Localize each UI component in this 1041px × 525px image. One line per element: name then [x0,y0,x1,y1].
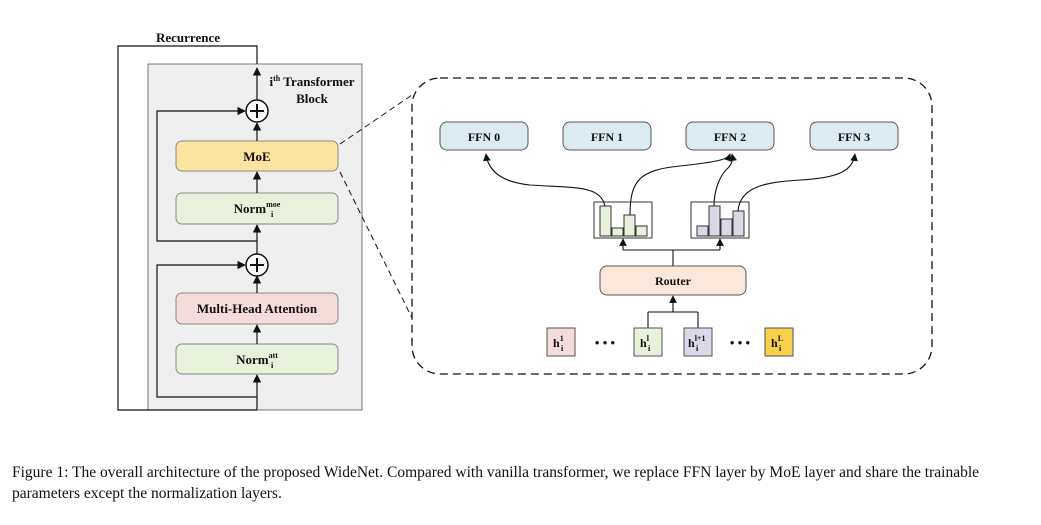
svg-text:hl+1: hl+1 [688,334,705,350]
ffn-box-1 [562,121,652,151]
zoom-guide-bottom [339,171,413,319]
moe-detail-panel [411,77,933,375]
block-label: ith Transformer [270,74,355,89]
gate-histogram-1 [593,201,653,239]
token-box-1: hl i [633,327,663,357]
residual-path-1 [156,260,257,398]
recurrence-loop [117,45,258,411]
architecture-diagram: Recurrence ith Transformer Block Normatt… [117,30,933,411]
add-icon-1 [245,253,269,277]
norm-moe-label: Normmoe [234,200,281,216]
block-label-line2: Block [296,91,329,106]
svg-text:h1: h1 [553,334,564,350]
svg-text:i: i [648,344,651,353]
add-icon-2 [245,99,269,123]
route-hist1-to-ffn0 [483,153,606,207]
gate-histogram-2 [690,201,750,239]
svg-text:i: i [696,344,699,353]
router-label: Router [655,274,692,288]
token-box-3: hL i [764,327,794,357]
ffn-label-3: FFN 3 [838,130,870,144]
ellipsis-right: • • • [730,335,751,350]
zoom-guide-top [339,94,413,145]
figure-caption: Figure 1: The overall architecture of th… [12,464,980,502]
token-box-0: h1 i [546,327,576,357]
norm-moe-sub: i [271,210,274,219]
svg-text:i: i [779,344,782,353]
svg-text:hL: hL [771,334,783,350]
residual-path-2 [156,106,257,242]
mha-label: Multi-Head Attention [197,301,318,316]
ffn-box-3 [809,121,899,151]
route-hist2-to-ffn2 [713,153,737,207]
moe-label: MoE [243,149,270,164]
ffn-label-1: FFN 1 [591,130,623,144]
ellipsis-left: • • • [595,335,616,350]
norm-att-sub: i [271,361,274,370]
norm-att-label: Normatt [236,351,278,367]
route-hist1-to-ffn2 [629,153,732,216]
route-hist2-to-ffn3 [737,153,858,212]
svg-text:hl: hl [640,334,650,350]
recurrence-label: Recurrence [156,30,220,45]
ffn-box-2 [685,121,775,151]
ffn-box-0 [439,121,529,151]
ffn-label-0: FFN 0 [468,130,500,144]
svg-text:i: i [561,344,564,353]
ffn-label-2: FFN 2 [714,130,746,144]
token-box-2: hl+1 i [683,327,713,357]
